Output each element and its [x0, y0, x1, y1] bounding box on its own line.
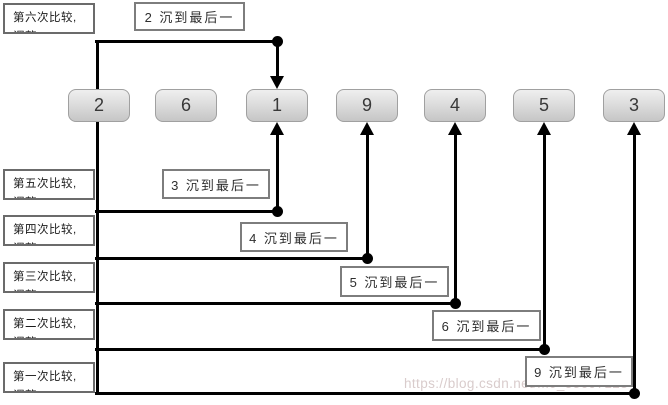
- pass-label-5: 第五次比较, 调整: [3, 169, 95, 200]
- junction-dot-pass6: [272, 36, 283, 47]
- main-trunk-line: [96, 40, 99, 395]
- connector-hline-pass6: [95, 40, 279, 43]
- array-node-1: 6: [155, 89, 217, 122]
- pass-label-2: 第二次比较, 调整: [3, 309, 95, 340]
- connector-hline-pass1: [95, 392, 636, 395]
- array-node-0: 2: [68, 89, 130, 122]
- arrow-stem-up-node5: [543, 133, 546, 351]
- connector-hline-pass2: [95, 348, 546, 351]
- arrow-stem-down-node1: [276, 42, 279, 78]
- sink-label-9: 9 沉到最后一: [525, 356, 633, 387]
- junction-dot-pass3: [450, 298, 461, 309]
- junction-dot-pass2: [539, 344, 550, 355]
- connector-hline-pass4: [95, 257, 369, 260]
- sink-label-6: 6 沉到最后一: [432, 310, 541, 341]
- arrow-stem-up-node9: [366, 133, 369, 260]
- array-node-5: 5: [513, 89, 575, 122]
- pass-label-6: 第六次比较, 调整: [3, 3, 95, 34]
- connector-hline-pass5: [95, 210, 279, 213]
- arrowhead-up-node1-icon: [270, 122, 284, 135]
- pass-label-3: 第三次比较, 调整: [3, 262, 95, 293]
- junction-dot-pass1: [629, 388, 640, 399]
- sink-label-2: 2 沉到最后一: [134, 2, 245, 31]
- arrowhead-up-node9-icon: [360, 122, 374, 135]
- arrowhead-up-node5-icon: [537, 122, 551, 135]
- sink-label-3: 3 沉到最后一: [162, 169, 270, 199]
- arrowhead-down-node1-icon: [270, 76, 284, 89]
- arrowhead-up-node4-icon: [448, 122, 462, 135]
- connector-hline-pass3: [95, 302, 457, 305]
- arrow-stem-up-node1: [276, 133, 279, 212]
- arrow-stem-up-node3: [633, 133, 636, 394]
- arrow-stem-up-node4: [454, 133, 457, 305]
- arrowhead-up-node3-icon: [627, 122, 641, 135]
- sink-label-5: 5 沉到最后一: [340, 266, 449, 297]
- junction-dot-pass5: [272, 206, 283, 217]
- junction-dot-pass4: [362, 253, 373, 264]
- pass-label-4: 第四次比较, 调整: [3, 215, 95, 246]
- array-node-6: 3: [603, 89, 665, 122]
- pass-label-1: 第一次比较, 调整: [3, 362, 95, 393]
- sink-label-4: 4 沉到最后一: [240, 222, 348, 252]
- array-node-3: 9: [336, 89, 398, 122]
- array-node-2: 1: [246, 89, 308, 122]
- array-node-4: 4: [424, 89, 486, 122]
